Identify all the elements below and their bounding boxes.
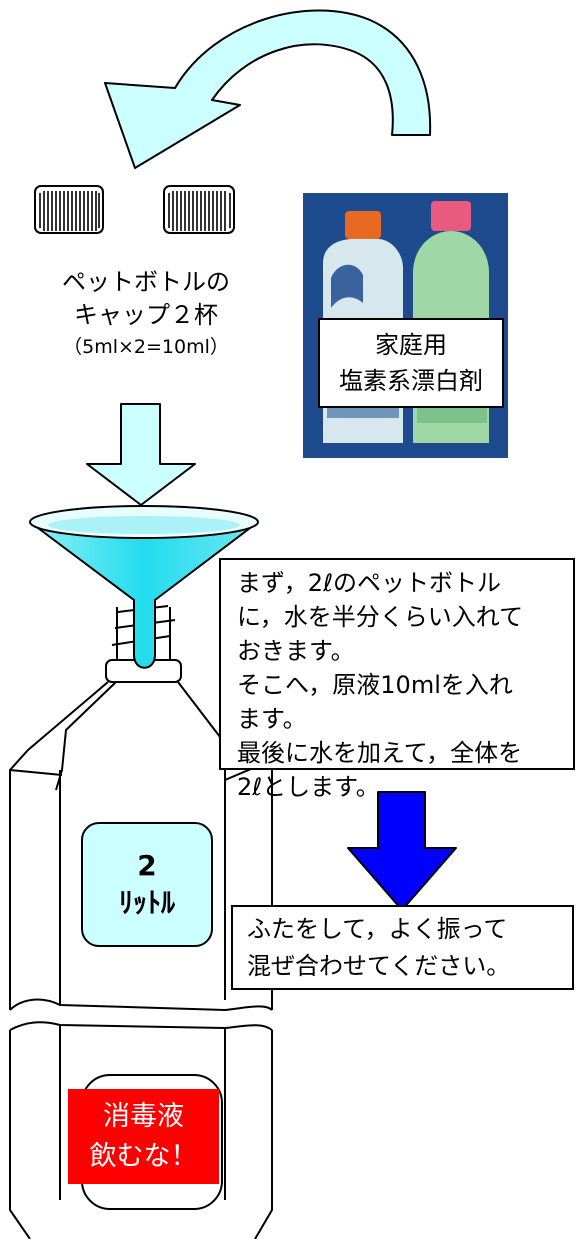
- caps-label-line1: ペットボトルの: [62, 268, 230, 296]
- funnel: [29, 505, 259, 669]
- bleach-label-line1: 家庭用: [375, 331, 447, 359]
- instruction-line: おきます。: [237, 637, 355, 665]
- instruction-line: 最後に水を加えて，全体を: [237, 739, 523, 767]
- bottle-volume-label: 2 ﾘｯﾄﾙ: [81, 822, 213, 947]
- instruction-box: まず，2ℓのペットボトル に，水を半分くらい入れて おきます。 そこへ，原液10…: [219, 558, 575, 801]
- down-arrow-blue: [347, 791, 457, 911]
- bottle-cap-icon-right: [163, 185, 235, 234]
- warning-line1: 消毒液: [103, 1100, 184, 1132]
- instruction-line: ます。: [237, 705, 307, 733]
- warning-label: 消毒液 飲むな！: [68, 1089, 219, 1184]
- shake-instruction-box: ふたをして，よく振って 混ぜ合わせてください。: [231, 905, 574, 990]
- bottle-volume-unit: ﾘｯﾄﾙ: [118, 885, 175, 919]
- bleach-label: 家庭用 塩素系漂白剤: [318, 318, 504, 408]
- bottle-volume-number: 2: [137, 848, 157, 882]
- curved-arrow: [104, 9, 432, 169]
- instruction-line: まず，2ℓのペットボトル: [237, 569, 501, 597]
- bottle-cap-icon-left: [34, 185, 104, 234]
- instruction-line: 2ℓとします。: [237, 773, 380, 801]
- shake-line1: ふたをして，よく振って: [247, 915, 508, 943]
- shake-line2: 混ぜ合わせてください。: [247, 952, 511, 980]
- instruction-line: そこへ，原液10mlを入れ: [237, 671, 513, 699]
- warning-line2: 飲むな！: [89, 1140, 198, 1172]
- down-arrow-light: [86, 403, 196, 506]
- bottle-body: [9, 605, 273, 1239]
- instruction-line: に，水を半分くらい入れて: [237, 603, 524, 631]
- bleach-label-line2: 塩素系漂白剤: [339, 367, 483, 395]
- caps-label-line2: キャップ２杯: [74, 301, 218, 329]
- caps-formula: （5ml×2=10ml）: [63, 336, 229, 358]
